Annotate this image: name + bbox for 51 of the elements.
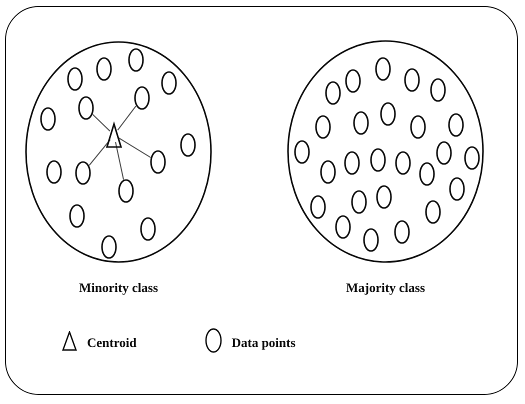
data-point bbox=[419, 162, 435, 186]
data-point bbox=[180, 133, 196, 157]
data-point bbox=[464, 146, 480, 170]
data-point bbox=[69, 204, 85, 228]
data-point bbox=[101, 235, 117, 259]
data-point bbox=[394, 220, 410, 244]
data-point bbox=[46, 160, 62, 184]
data-point bbox=[351, 190, 367, 214]
data-point bbox=[363, 228, 379, 252]
data-point bbox=[140, 217, 156, 241]
data-point bbox=[310, 195, 326, 219]
data-point bbox=[436, 141, 452, 165]
class-label: Minority class bbox=[78, 280, 158, 296]
connector-line bbox=[92, 114, 110, 132]
data-point bbox=[448, 113, 464, 137]
data-point bbox=[395, 151, 411, 175]
data-point bbox=[75, 161, 91, 185]
centroid-triangle bbox=[106, 122, 122, 148]
data-point bbox=[449, 177, 465, 201]
data-point bbox=[375, 57, 391, 81]
data-point bbox=[380, 102, 396, 126]
legend-label: Centroid bbox=[87, 334, 137, 350]
data-point bbox=[370, 148, 386, 172]
data-point bbox=[325, 81, 341, 105]
data-point bbox=[118, 179, 134, 203]
data-point bbox=[78, 96, 94, 120]
data-point bbox=[320, 160, 336, 184]
legend-label: Data points bbox=[232, 334, 296, 350]
data-point bbox=[335, 215, 351, 239]
data-point bbox=[40, 107, 56, 131]
data-point bbox=[315, 115, 331, 139]
data-point bbox=[96, 57, 112, 81]
data-point bbox=[128, 48, 144, 72]
connector-line bbox=[117, 106, 136, 130]
data-point bbox=[161, 71, 177, 95]
data-point bbox=[430, 78, 446, 102]
data-point bbox=[404, 68, 420, 92]
connector-line bbox=[118, 137, 151, 158]
data-point bbox=[150, 150, 166, 174]
data-point bbox=[67, 67, 83, 91]
class-label: Majority class bbox=[346, 280, 426, 296]
data-point bbox=[344, 151, 360, 175]
data-point bbox=[134, 86, 150, 110]
connector-line bbox=[114, 142, 124, 180]
connector-line bbox=[88, 139, 111, 166]
data-point bbox=[294, 140, 310, 164]
data-point bbox=[376, 185, 392, 209]
data-point bbox=[345, 69, 361, 93]
data-point bbox=[353, 111, 369, 135]
data-point bbox=[410, 115, 426, 139]
data-point bbox=[425, 200, 441, 224]
